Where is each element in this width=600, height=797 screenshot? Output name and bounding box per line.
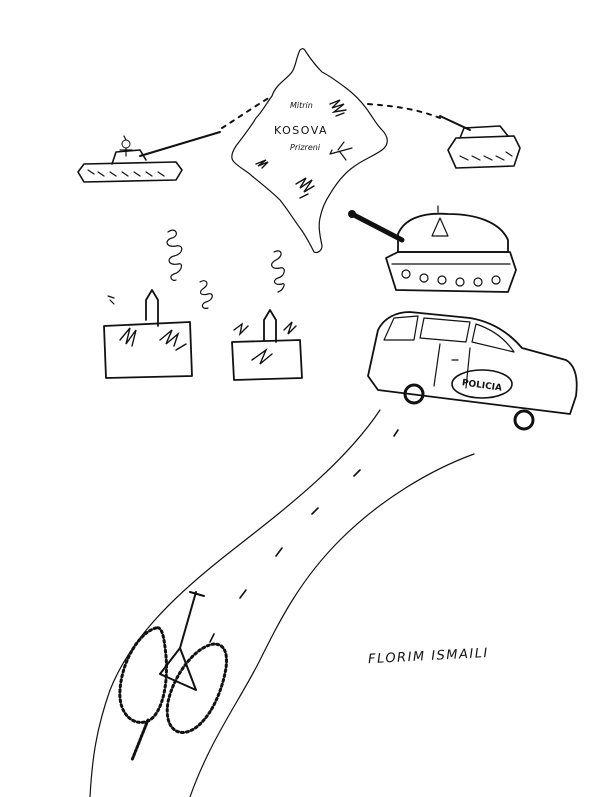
map-city-top: Mitrin	[290, 101, 313, 110]
airplane-icon	[329, 141, 353, 161]
kosovo-map: Mitrin KOSOVA Prizreni	[231, 48, 388, 254]
tank-large-icon	[348, 205, 517, 293]
map-scribble-c	[295, 177, 315, 199]
map-scribble-b	[255, 159, 269, 169]
fire-line-left	[221, 95, 273, 129]
police-car-wheel-rear	[513, 409, 535, 431]
bicycle-icon	[118, 591, 228, 762]
map-city-bottom: Prizreni	[290, 143, 321, 152]
road	[89, 409, 475, 797]
tank-right-icon	[439, 115, 521, 169]
burning-house-right-icon	[231, 250, 303, 381]
map-scribble-a	[329, 99, 347, 117]
map-title: KOSOVA	[274, 124, 328, 137]
tank-large-wheels	[401, 269, 501, 287]
police-car-wheel-front	[403, 383, 425, 405]
burning-house-left-icon	[103, 229, 213, 379]
tank-left-icon	[77, 131, 221, 183]
fire-line-right	[367, 103, 441, 119]
police-car-icon: POLICIA	[367, 311, 578, 431]
artist-signature: FLORIM ISMAILI	[368, 646, 489, 667]
police-door-label: POLICIA	[461, 378, 502, 394]
